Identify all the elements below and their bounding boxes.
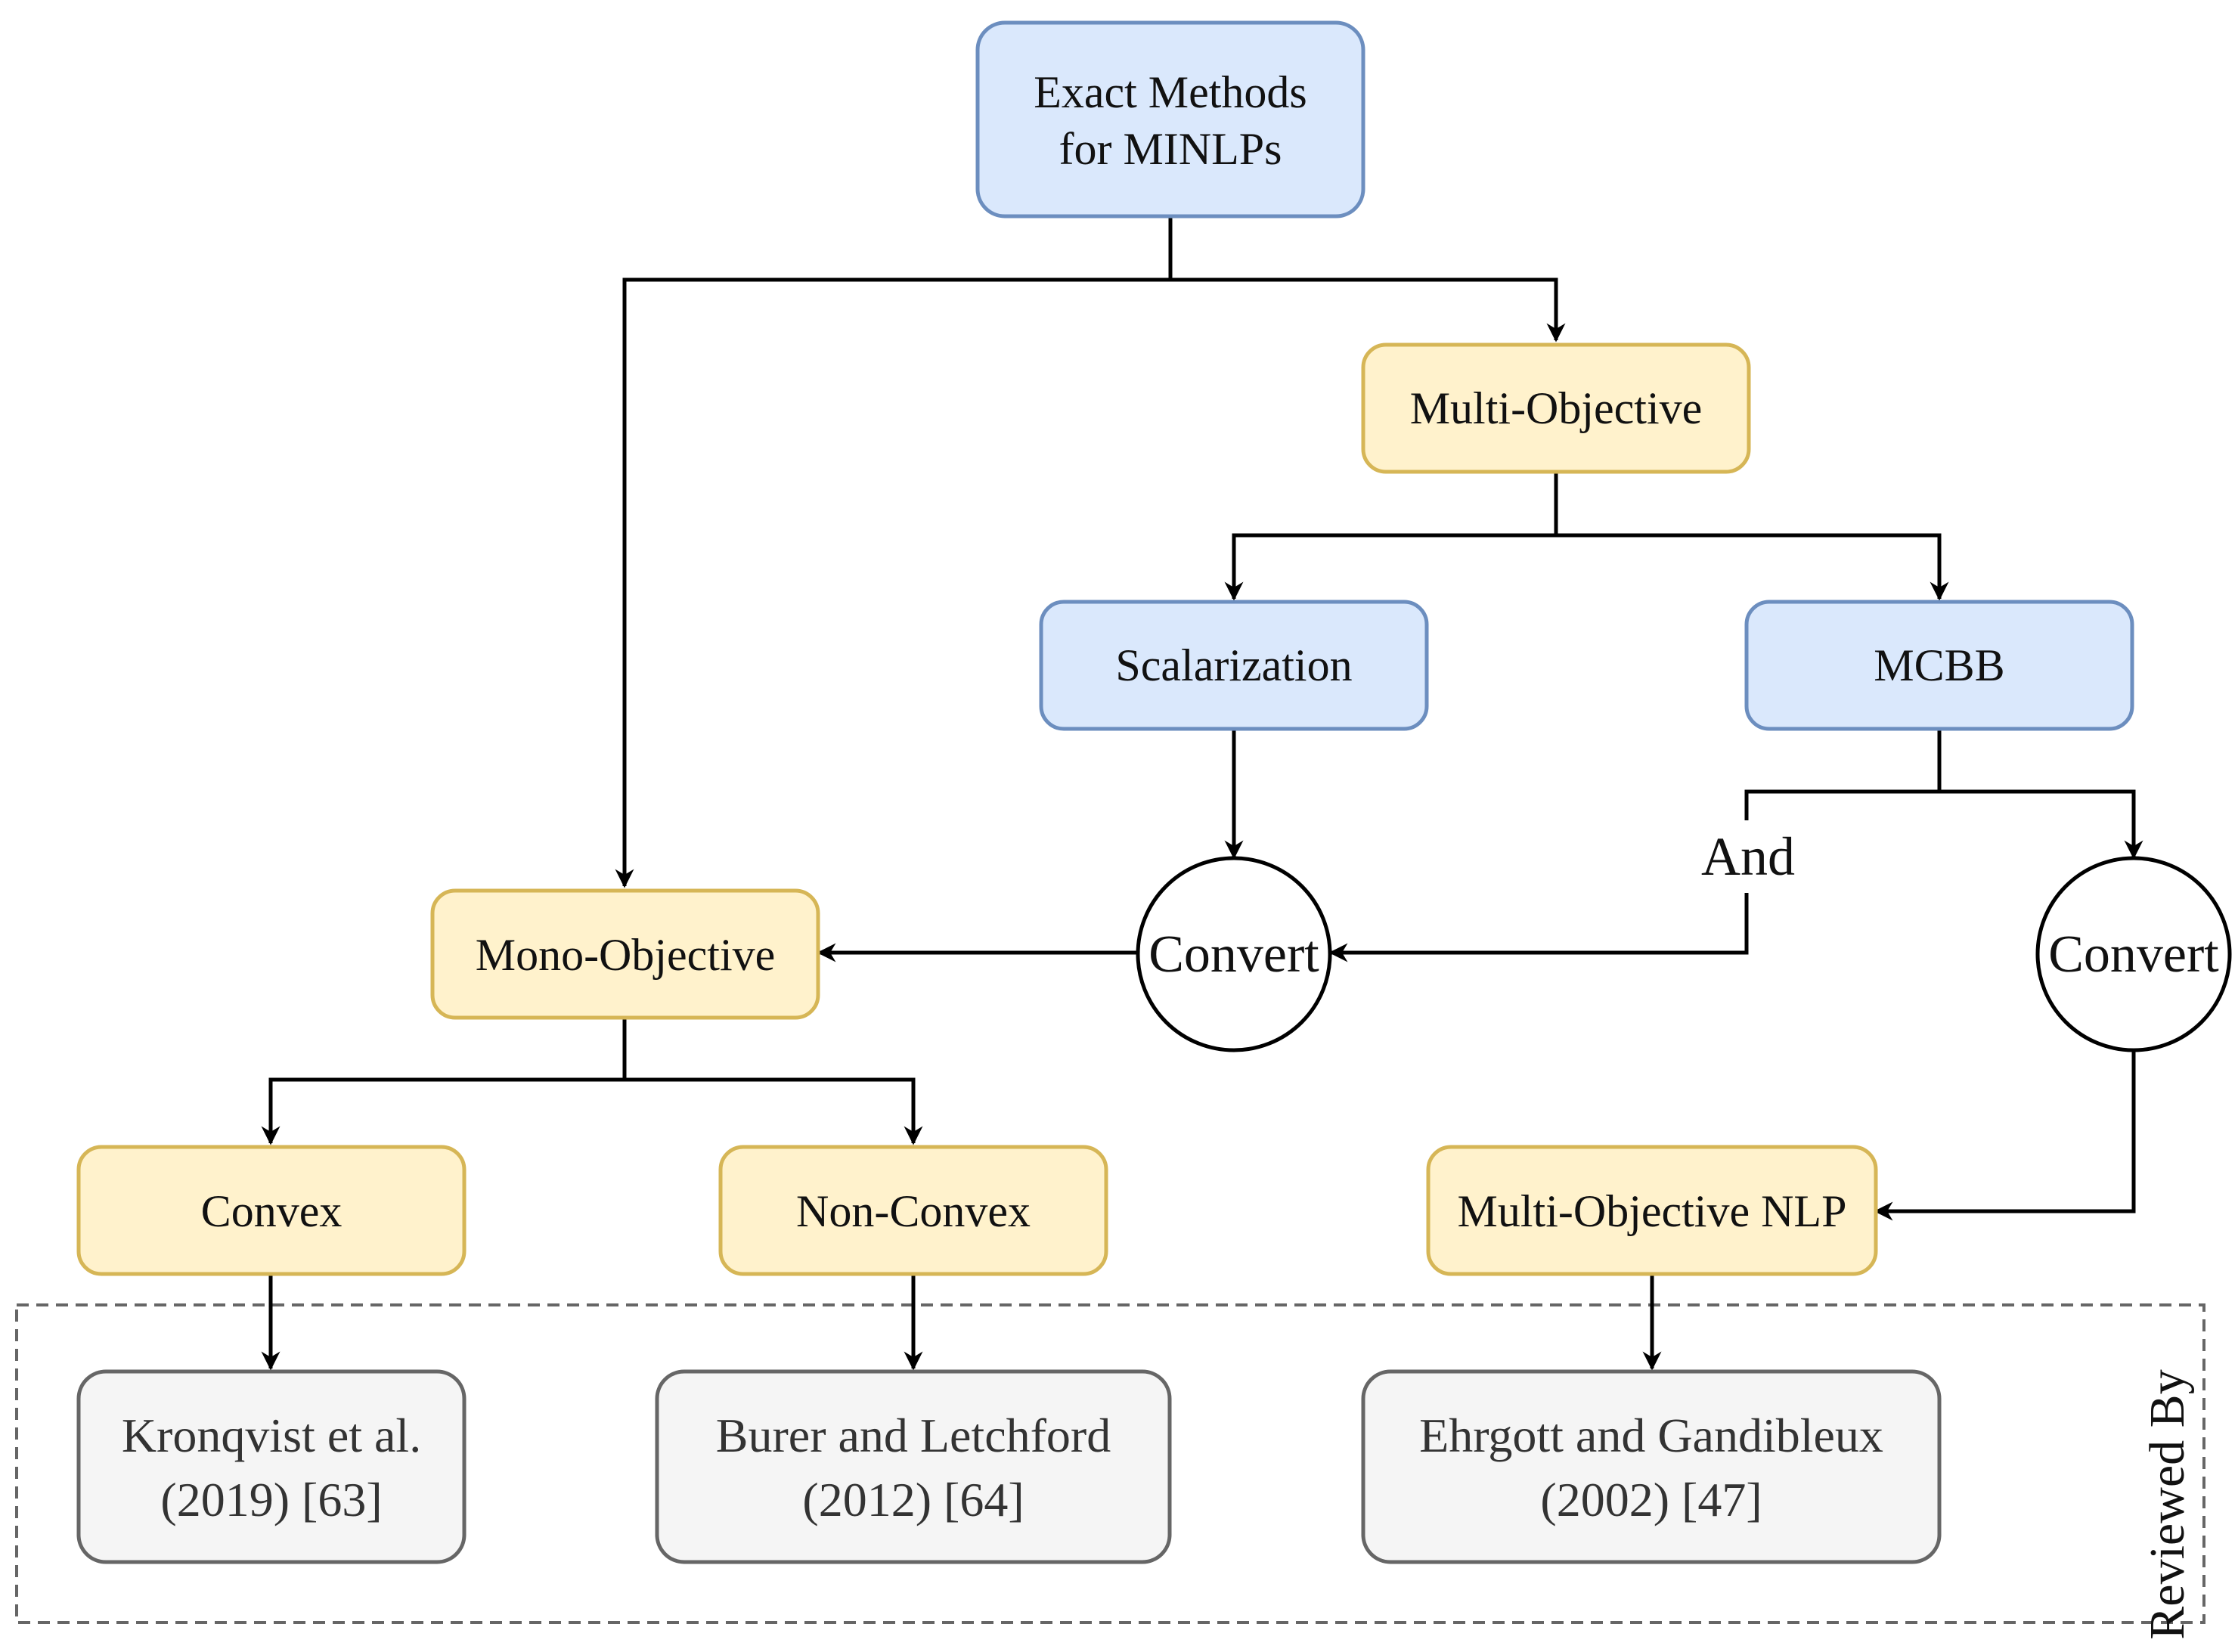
node-scalarization: Scalarization [1039, 600, 1429, 731]
ref-burer-line2: (2012) [64] [802, 1473, 1024, 1526]
node-exact-methods-line1: Exact Methods [1034, 67, 1307, 117]
node-convex: Convex [76, 1145, 467, 1276]
ref-burer: Burer and Letchford (2012) [64] [655, 1369, 1172, 1564]
reviewed-by-label: Reviewed By [2140, 1369, 2195, 1639]
node-mono-objective-label: Mono-Objective [476, 930, 776, 980]
node-multi-objective-nlp: Multi-Objective NLP [1426, 1145, 1878, 1276]
edge-mcbb-to-convert-right [1937, 730, 2143, 860]
edge-convert-right-to-multi-objective-nlp [1874, 1051, 2136, 1221]
edge-mono-objective-to-convex [261, 1019, 627, 1145]
edge-mcbb-to-convert-left [1328, 789, 1939, 962]
node-multi-objective: Multi-Objective [1361, 342, 1751, 474]
node-non-convex: Non-Convex [718, 1145, 1108, 1276]
node-convert-left: Convert [1136, 856, 1332, 1052]
node-mono-objective: Mono-Objective [430, 888, 820, 1020]
node-convert-right: Convert [2035, 856, 2232, 1052]
node-multi-objective-nlp-label: Multi-Objective NLP [1458, 1186, 1847, 1236]
node-convex-label: Convex [201, 1186, 343, 1236]
ref-ehrgott-line2: (2002) [47] [1540, 1473, 1762, 1526]
and-label-bg [1685, 820, 1809, 893]
ref-ehrgott-line1: Ehrgott and Gandibleux [1419, 1409, 1883, 1462]
node-exact-methods: Exact Methods for MINLPs [975, 20, 1365, 219]
edge-mono-objective-to-non-convex [625, 1077, 923, 1145]
connectors [261, 218, 2143, 1371]
node-non-convex-label: Non-Convex [796, 1186, 1031, 1236]
ref-kronqvist-line2: (2019) [63] [160, 1473, 382, 1526]
ref-kronqvist-line1: Kronqvist et al. [122, 1409, 421, 1462]
node-convert-left-label: Convert [1148, 925, 1319, 984]
node-scalarization-label: Scalarization [1115, 640, 1352, 690]
node-exact-methods-line2: for MINLPs [1059, 124, 1282, 174]
edge-root-to-multi-objective [1170, 277, 1566, 342]
edge-root-to-mono-objective [615, 218, 1173, 888]
reviewed-by-container [15, 1303, 2205, 1624]
node-convert-right-label: Convert [2048, 925, 2219, 984]
ref-burer-line1: Burer and Letchford [716, 1409, 1111, 1462]
and-label: And [1701, 826, 1795, 887]
edge-multi-objective-to-mcbb [1556, 533, 1949, 601]
node-mcbb: MCBB [1744, 600, 2134, 731]
ref-kronqvist: Kronqvist et al. (2019) [63] [76, 1369, 467, 1564]
edge-multi-objective-to-scalarization [1224, 473, 1558, 601]
ref-ehrgott: Ehrgott and Gandibleux (2002) [47] [1361, 1369, 1942, 1564]
node-mcbb-label: MCBB [1874, 640, 2004, 690]
node-multi-objective-label: Multi-Objective [1410, 383, 1703, 433]
